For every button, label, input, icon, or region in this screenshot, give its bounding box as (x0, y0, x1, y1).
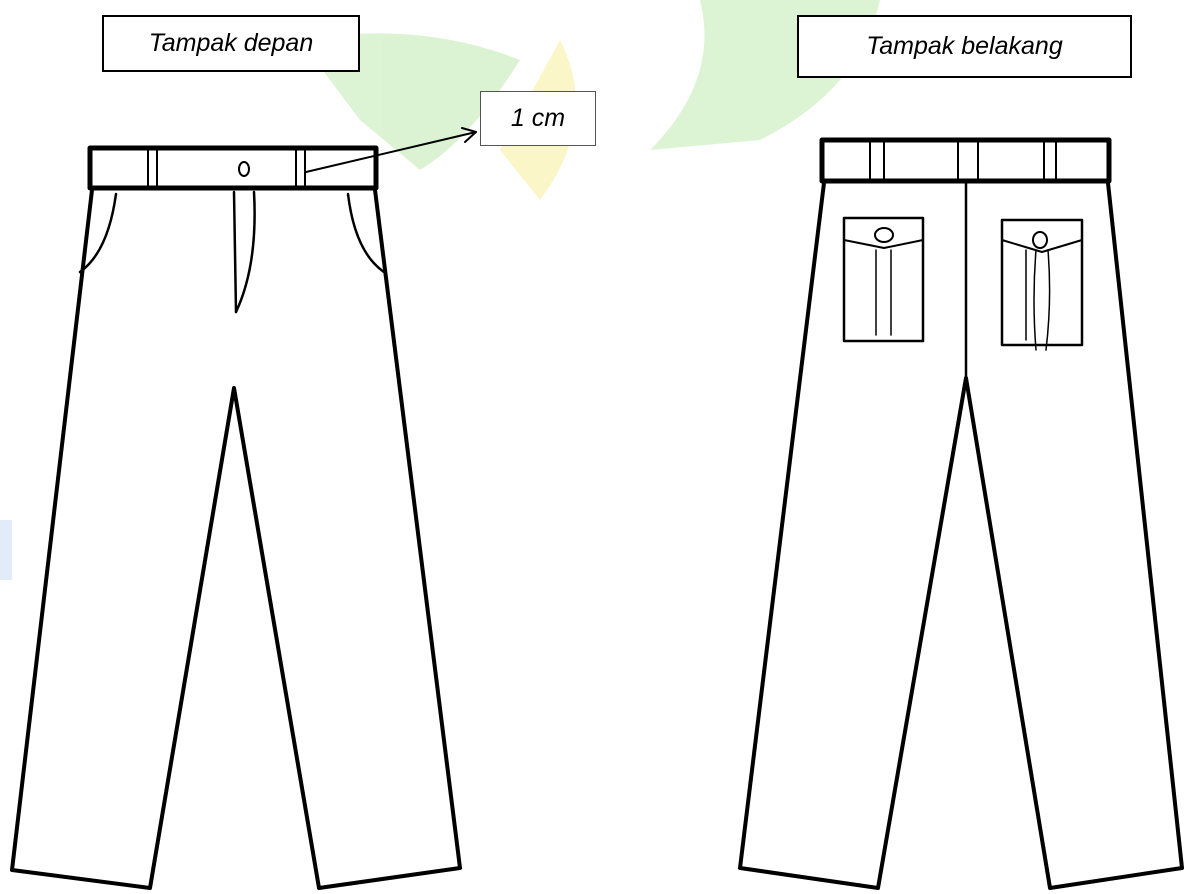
front-view-label: Tampak depan (102, 15, 360, 72)
watermark-logo (0, 0, 880, 580)
back-legs-outline (738, 181, 1184, 890)
back-pocket-left (842, 216, 925, 343)
back-pocket-left-button (874, 227, 894, 243)
front-legs-outline (10, 188, 462, 890)
back-trousers (738, 137, 1184, 890)
back-waistband (819, 137, 1112, 184)
front-waistband (87, 145, 379, 191)
front-button (238, 161, 250, 177)
back-pocket-right (1000, 218, 1084, 351)
front-trousers (10, 145, 462, 890)
front-fly (232, 190, 238, 314)
back-view-label: Tampak belakang (797, 15, 1132, 78)
measure-arrow (305, 127, 477, 173)
front-pocket-left (78, 192, 118, 274)
waistband-measure-label: 1 cm (480, 91, 596, 146)
back-pocket-right-button (1032, 231, 1048, 249)
front-pocket-right (346, 192, 386, 274)
